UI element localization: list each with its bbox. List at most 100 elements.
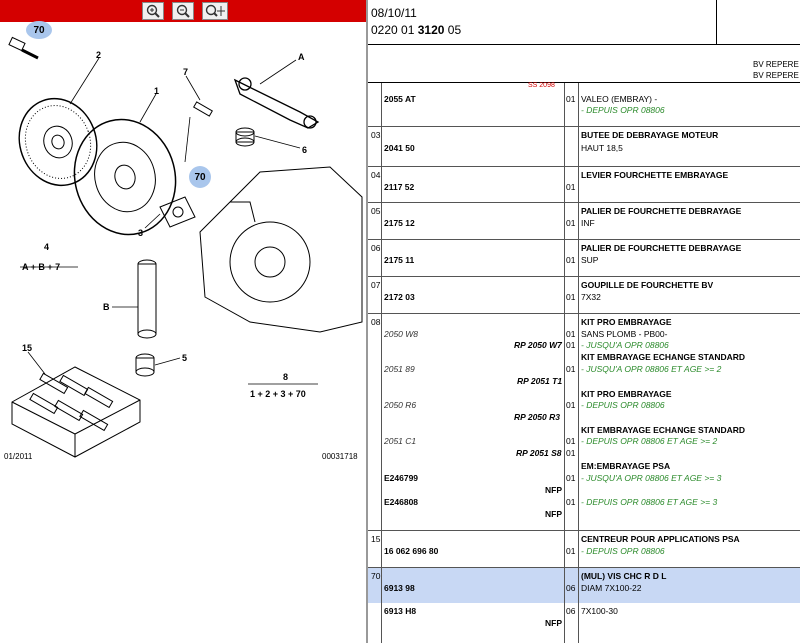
zoom-move-button[interactable]: [202, 2, 228, 20]
callout-15[interactable]: 15: [22, 343, 33, 353]
callout-70-top[interactable]: 70: [26, 21, 52, 39]
ref-part-b: 3120: [417, 23, 445, 37]
ref-part-c: 05: [447, 23, 462, 37]
part-qty: 01: [566, 340, 576, 350]
table-row[interactable]: [368, 126, 800, 166]
part-qty: 01: [566, 364, 576, 374]
callout-3[interactable]: 3: [138, 228, 144, 238]
callout-label: 70: [194, 171, 206, 183]
part-text: DIAM 7X100-22: [581, 583, 642, 593]
part-text: VALEO (EMBRAY) -: [581, 94, 658, 104]
part-title: BUTEE DE DEBRAYAGE MOTEUR: [581, 130, 719, 140]
parts-list-pane: 08/10/11 0220 01 3120 05 BV REPERE BV RE…: [368, 0, 800, 643]
callout-8[interactable]: 8: [283, 372, 289, 382]
part-qty: 06: [566, 583, 576, 593]
exploded-view-drawing: [8, 36, 363, 458]
item-number: 07: [371, 280, 381, 290]
callout-b[interactable]: B: [103, 302, 110, 312]
column-divider: [381, 83, 382, 643]
callout-70-mid[interactable]: 70: [189, 166, 211, 188]
part-ref[interactable]: 6913 H8: [384, 606, 417, 616]
zoom-in-button[interactable]: [142, 2, 164, 20]
part-text: HAUT 18,5: [581, 143, 623, 153]
diagram-date: 01/2011: [4, 452, 33, 461]
replacement-ref[interactable]: RP 2050 R3: [514, 412, 560, 422]
part-ref[interactable]: 2175 12: [384, 218, 415, 228]
nfp-label: NFP: [545, 485, 562, 495]
callout-label: 70: [33, 24, 45, 36]
nfp-label: NFP: [545, 509, 562, 519]
table-row[interactable]: [368, 530, 800, 567]
catalog-date: 08/10/11: [371, 6, 417, 20]
part-qty: 01: [566, 94, 576, 104]
part-ref[interactable]: 2050 W8: [384, 329, 419, 339]
replacement-ref[interactable]: RP 2051 T1: [517, 376, 563, 386]
part-qty: 01: [566, 448, 576, 458]
clutch-disc-drawing: [18, 97, 98, 187]
part-ref[interactable]: E246808: [384, 497, 419, 507]
header-rule: [368, 44, 800, 45]
callout-1[interactable]: 1: [154, 86, 160, 96]
zoom-toolbar: [0, 0, 366, 22]
part-note: - DEPUIS OPR 08806: [581, 105, 665, 115]
zoom-out-button[interactable]: [172, 2, 194, 20]
release-fork-drawing: [159, 196, 196, 228]
part-ref[interactable]: 2117 52: [384, 182, 415, 192]
part-note: - DEPUIS OPR 08806: [581, 546, 665, 556]
table-row[interactable]: [368, 313, 800, 530]
pane-divider[interactable]: [366, 0, 368, 643]
part-title: LEVIER FOURCHETTE EMBRAYAGE: [581, 170, 729, 180]
part-note: - JUSQU'A OPR 08806 ET AGE >= 2: [581, 364, 722, 374]
pressure-plate-drawing: [73, 118, 177, 236]
part-ref[interactable]: 16 062 696 80: [384, 546, 439, 556]
part-qty: 01: [566, 400, 576, 410]
cut-red-text: SS 2098: [528, 82, 555, 88]
leader-lines: [20, 57, 318, 385]
part-qty: 01: [566, 497, 576, 507]
part-text: 7X32: [581, 292, 601, 302]
bushing-drawing: [135, 353, 155, 377]
part-ref[interactable]: E246799: [384, 473, 419, 483]
part-ref[interactable]: 2175 11: [384, 255, 415, 265]
ref-part-a: 0220 01: [371, 23, 415, 37]
gearbox-housing-drawing: [199, 166, 363, 333]
part-ref[interactable]: 2050 R6: [384, 400, 417, 410]
part-note: - JUSQU'A OPR 08806: [581, 340, 669, 350]
table-row[interactable]: [368, 166, 800, 202]
part-qty: 01: [566, 546, 576, 556]
part-ref[interactable]: 2051 89: [384, 364, 415, 374]
part-note: - DEPUIS OPR 08806 ET AGE >= 3: [581, 497, 718, 507]
callout-2[interactable]: 2: [96, 50, 102, 60]
item-number: 70: [371, 571, 381, 581]
callout-4[interactable]: 4: [44, 242, 50, 252]
table-row-selected[interactable]: [368, 567, 800, 643]
part-ref[interactable]: 2172 03: [384, 292, 415, 302]
part-text: INF: [581, 218, 595, 228]
table-row[interactable]: [368, 202, 800, 239]
centering-kit-box-drawing: [11, 366, 141, 458]
part-ref[interactable]: 6913 98: [384, 583, 415, 593]
part-ref[interactable]: 2055 AT: [384, 94, 416, 104]
part-ref[interactable]: 2051 C1: [384, 436, 417, 446]
item-number: 06: [371, 243, 381, 253]
item-number: 08: [371, 317, 381, 327]
callout-5[interactable]: 5: [182, 353, 188, 363]
part-qty: 01: [566, 473, 576, 483]
callout-6[interactable]: 6: [302, 145, 308, 155]
nfp-label: NFP: [545, 618, 562, 628]
part-qty: 06: [566, 606, 576, 616]
callout-a[interactable]: A: [298, 52, 305, 62]
part-title: KIT EMBRAYAGE ECHANGE STANDARD: [581, 352, 746, 362]
table-row[interactable]: [368, 239, 800, 276]
callout-7[interactable]: 7: [183, 67, 189, 77]
column-divider: [578, 83, 579, 643]
replacement-ref[interactable]: RP 2051 S8: [516, 448, 562, 458]
zoom-move-icon: [205, 4, 225, 17]
table-row[interactable]: [368, 276, 800, 313]
part-title: EM:EMBRAYAGE PSA: [581, 461, 671, 471]
part-ref[interactable]: 2041 50: [384, 143, 415, 153]
pivot-shaft-drawing: [137, 259, 157, 339]
replacement-ref[interactable]: RP 2050 W7: [514, 340, 562, 350]
part-qty: 01: [566, 182, 576, 192]
callout-4-formula: A + B + 7: [22, 262, 61, 272]
